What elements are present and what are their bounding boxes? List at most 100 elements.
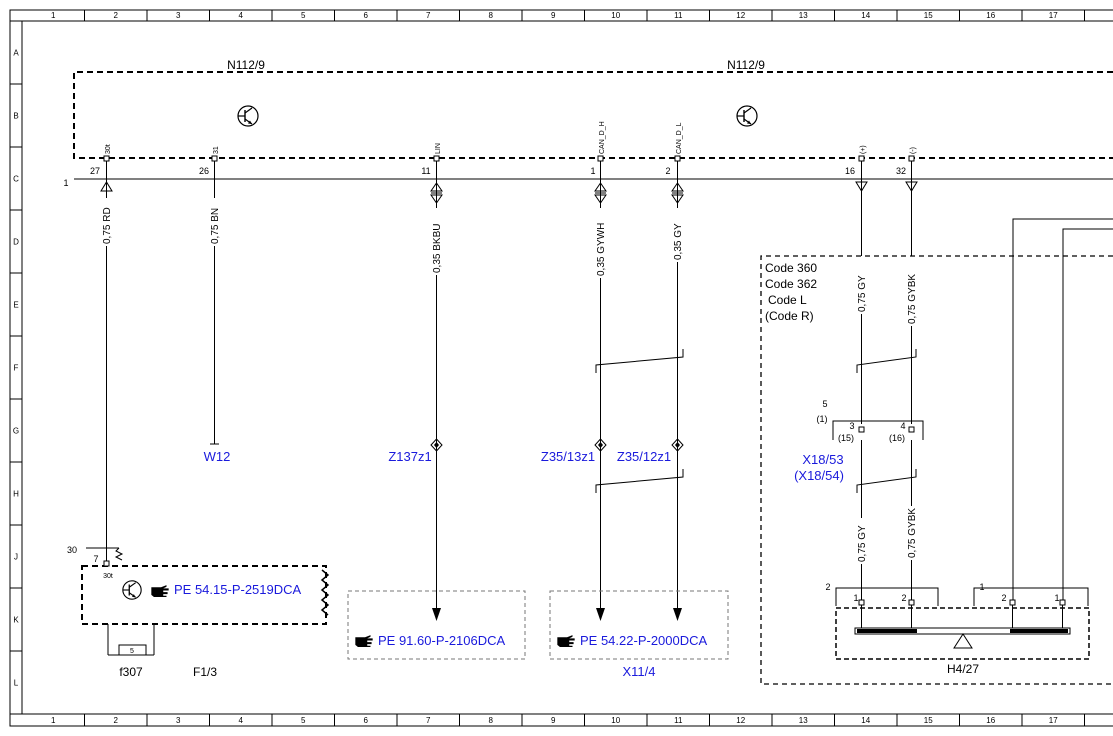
wire-label: 0,75 GY: [857, 525, 868, 562]
wire-label: 0,75 GYBK: [907, 274, 918, 324]
fuse-box-f1-3: 7 30t 30 5 PE 54.15-P-2519DCA f307 F1/3: [67, 545, 330, 679]
control-unit-n112-9: N112/9 N112/9 1: [63, 58, 1113, 188]
grid-row-label: D: [13, 238, 19, 247]
code-line: (Code R): [765, 309, 814, 323]
wire-label: 0,35 GY: [673, 223, 684, 260]
wire-gy-can: 0,35 GY Z35/12z1: [617, 179, 684, 621]
grid-column-label: 13: [799, 716, 808, 725]
fuse-number: 5: [130, 648, 134, 655]
pin-name: LIN: [435, 143, 442, 154]
grid-column-label: 3: [176, 716, 181, 725]
pin-number: 26: [199, 166, 209, 176]
grid-column-label: 9: [551, 716, 556, 725]
wire-label: 0,35 GYWH: [596, 223, 607, 276]
pe54-15-reference-link[interactable]: PE 54.15-P-2519DCA: [174, 582, 302, 597]
pin-number: 16: [845, 166, 855, 176]
pin-name: 30t: [105, 144, 112, 154]
pin-num: 2: [901, 593, 906, 603]
reference-box-pe91-60: PE 91.60-P-2106DCA: [347, 590, 526, 660]
grid-column-label: 4: [239, 11, 244, 20]
wire-gybk-speaker-minus: 0,75 GYBK 0,75 GYBK: [905, 179, 918, 600]
grid-frame: [9, 9, 1113, 727]
column-ticks: 1122334455667788991010111112121313141415…: [51, 10, 1085, 726]
grid-column-label: 14: [861, 716, 870, 725]
pin-1: 1 CAN_D_H: [590, 121, 606, 179]
pointing-hand-icon: [557, 635, 575, 647]
code-option-region: Code 360 Code 362 Code L (Code R): [760, 255, 1113, 685]
pin-number: 32: [896, 166, 906, 176]
grid-column-label: 11: [674, 716, 683, 725]
pin-number: 27: [90, 166, 100, 176]
x11-4-link[interactable]: X11/4: [622, 664, 655, 679]
pin-number: 1: [590, 166, 595, 176]
code-line: Code 360: [765, 261, 817, 275]
w12-ground-link[interactable]: W12: [204, 449, 231, 464]
grid-row-label: G: [13, 427, 19, 436]
grid-column-label: 5: [301, 11, 306, 20]
grid-column-label: 15: [924, 716, 933, 725]
code-line: Code 362: [765, 277, 817, 291]
grid-row-label: H: [13, 490, 19, 499]
grid-column-label: 10: [611, 716, 620, 725]
grid-row-label: B: [13, 112, 18, 121]
z35-13z1-splice-link[interactable]: Z35/13z1: [541, 449, 595, 464]
connector-x18-53: 5 (1) 3 (15) 4 (16) X18/53 (X18/54): [794, 399, 924, 483]
z35-12z1-splice-link[interactable]: Z35/12z1: [617, 449, 671, 464]
right-feed-lines: [1012, 218, 1113, 600]
terminal-label: 30t: [103, 573, 113, 580]
pointing-hand-icon: [355, 635, 373, 647]
grid-column-label: 7: [426, 716, 431, 725]
pointing-hand-icon: [151, 585, 169, 597]
pin-16: 16 (+): [845, 145, 867, 179]
pe91-60-reference-link[interactable]: PE 91.60-P-2106DCA: [378, 633, 506, 648]
x18-53-link[interactable]: X18/53: [802, 452, 843, 467]
pin-number: 2: [665, 166, 670, 176]
pin-num: 1: [1054, 593, 1059, 603]
pin-name: 31: [213, 146, 220, 154]
grid-column-label: 2: [114, 11, 119, 20]
grid-row-label: L: [14, 679, 19, 688]
fuse-label: f307: [119, 665, 143, 679]
ground-triangle-icon: [953, 633, 973, 649]
pin-num: 3: [849, 421, 854, 431]
pin-name: (-): [910, 147, 917, 154]
speaker-label: H4/27: [947, 662, 979, 676]
grid-column-label: 3: [176, 11, 181, 20]
pin-num-alt: (15): [838, 433, 854, 443]
speaker-h4-27: 2 1 1 2 2 1 H4/27: [825, 582, 1090, 676]
wire-label: 0,75 RD: [102, 207, 113, 244]
terminal-label: 30: [67, 545, 77, 555]
grid-column-label: 8: [489, 716, 494, 725]
grid-row-label: F: [14, 364, 19, 373]
pe54-22-reference-link[interactable]: PE 54.22-P-2000DCA: [580, 633, 708, 648]
wire-label: 0,75 GY: [857, 275, 868, 312]
grid-row-label: K: [13, 616, 19, 625]
transistor-icon: [736, 105, 758, 127]
reference-box-pe54-22: PE 54.22-P-2000DCA X11/4: [549, 590, 729, 679]
z137z1-splice-link[interactable]: Z137z1: [388, 449, 431, 464]
pin-num-alt: (16): [889, 433, 905, 443]
pin-name: CAN_D_L: [676, 122, 683, 154]
x18-54-link[interactable]: (X18/54): [794, 468, 844, 483]
grid-column-label: 2: [114, 716, 119, 725]
grid-column-label: 6: [364, 716, 369, 725]
pin-11: 11 LIN: [421, 143, 442, 179]
code-line: Code L: [768, 293, 807, 307]
grid-column-label: 6: [364, 11, 369, 20]
grid-column-label: 4: [239, 716, 244, 725]
transistor-icon: [122, 580, 142, 600]
grid-column-label: 9: [551, 11, 556, 20]
grid-column-label: 17: [1049, 716, 1058, 725]
pin-num: 2: [1001, 593, 1006, 603]
grid-column-label: 8: [489, 11, 494, 20]
grid-row-label: E: [13, 301, 18, 310]
twisted-pair-marks: [595, 349, 917, 493]
pin-name: CAN_D_H: [599, 121, 606, 154]
grid-column-label: 16: [986, 11, 995, 20]
grid-column-label: 1: [51, 716, 56, 725]
grid-column-label: 12: [736, 716, 745, 725]
wire-label: 0,35 BKBU: [432, 224, 443, 273]
grid-row-label: J: [14, 553, 18, 562]
